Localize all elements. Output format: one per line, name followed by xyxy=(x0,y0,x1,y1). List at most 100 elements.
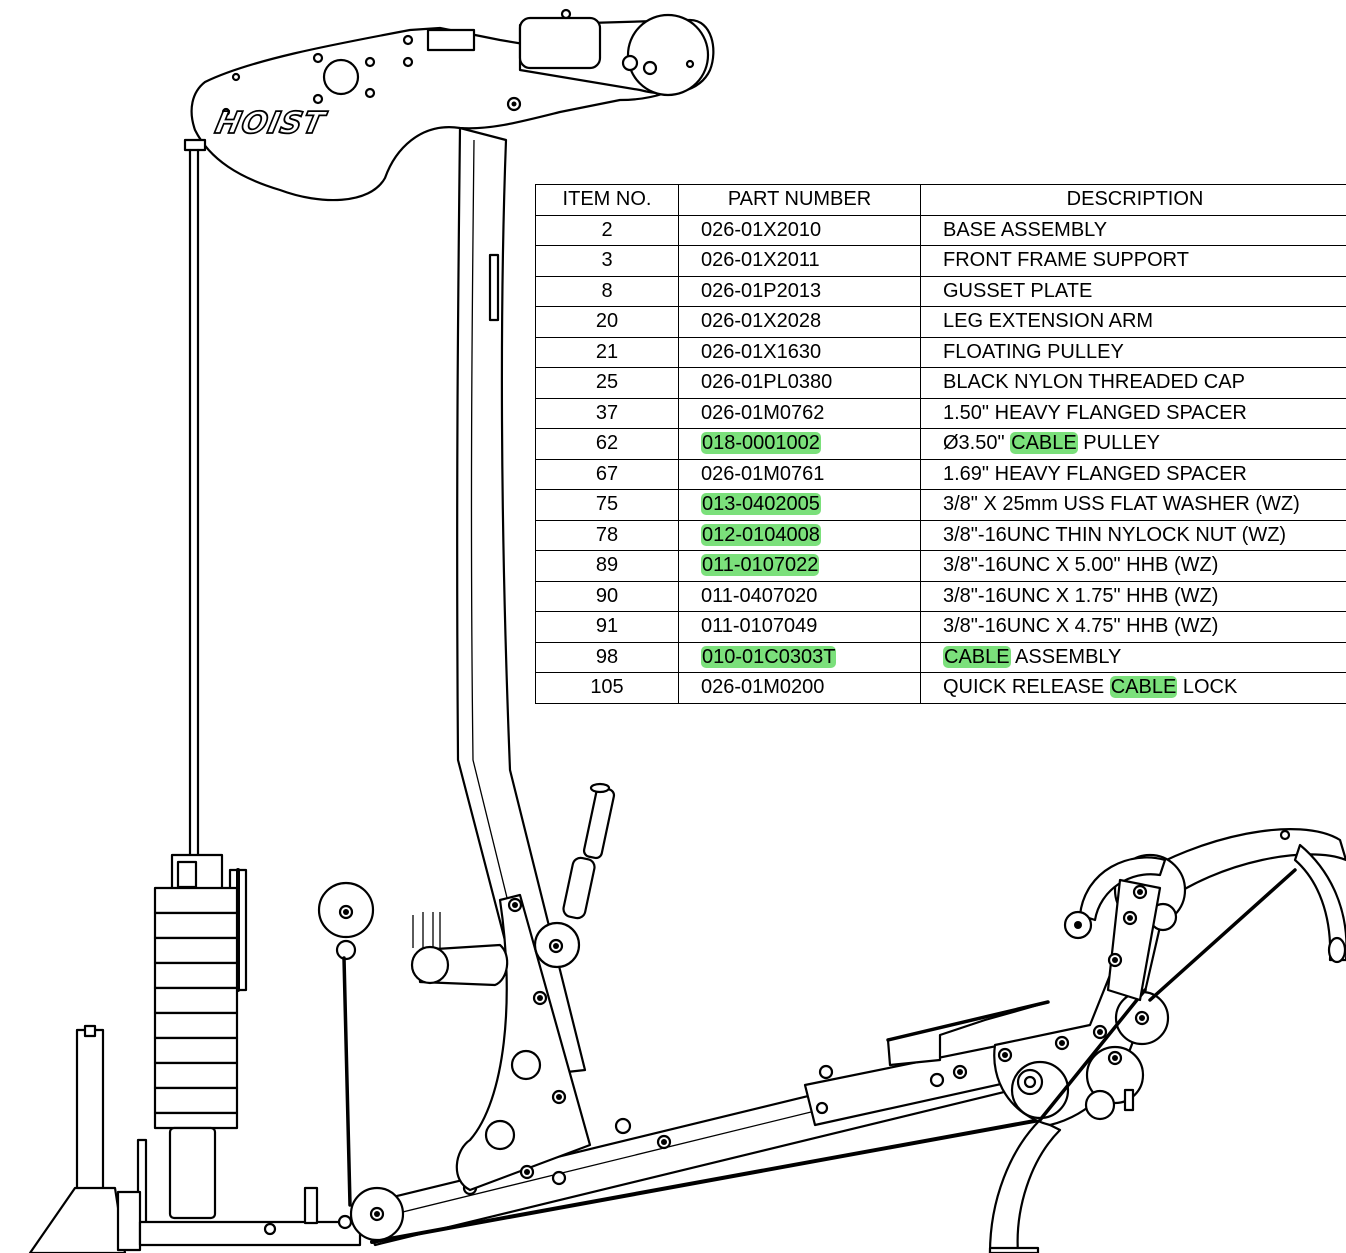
part-number-cell: 026-01M0761 xyxy=(678,458,921,490)
highlighted-term: CABLE xyxy=(943,645,1011,668)
item-no-cell: 98 xyxy=(535,641,679,673)
part-number-text: 026-01P2013 xyxy=(701,279,822,302)
table-row: 75 013-0402005 3/8" X 25mm USS FLAT WASHER… xyxy=(535,489,1346,521)
description-cell: FRONT FRAME SUPPORT xyxy=(920,245,1346,277)
part-number-cell: 012-0104008 xyxy=(678,519,921,551)
part-number-cell: 010-01C0303T xyxy=(678,641,921,673)
part-number-text: 018-0001002 xyxy=(701,432,821,455)
table-row: 98 010-01C0303T CABLE ASSEMBLY xyxy=(535,641,1346,673)
item-no-cell: 62 xyxy=(535,428,679,460)
table-row: 90 011-0407020 3/8"-16UNC X 1.75" HHB (WZ) xyxy=(535,580,1346,612)
description-cell: BASE ASSEMBLY xyxy=(920,214,1346,246)
part-number-cell: 011-0107022 xyxy=(678,550,921,582)
seat-pivot xyxy=(412,784,615,985)
description-text: QUICK RELEASE xyxy=(943,676,1110,699)
description-cell: 1.50" HEAVY FLANGED SPACER xyxy=(920,397,1346,429)
item-no-cell: 3 xyxy=(535,245,679,277)
item-no-cell: 75 xyxy=(535,489,679,521)
description-cell: 3/8" X 25mm USS FLAT WASHER (WZ) xyxy=(920,489,1346,521)
part-number-text: 011-0107022 xyxy=(701,554,820,577)
description-text: PULLEY xyxy=(1077,432,1160,455)
description-text: LOCK xyxy=(1177,676,1238,699)
item-no-cell: 91 xyxy=(535,611,679,643)
part-number-cell: 026-01M0762 xyxy=(678,397,921,429)
table-row: 105 026-01M0200 QUICK RELEASE CABLE LOCK xyxy=(535,672,1346,704)
part-number-cell: 026-01X2011 xyxy=(678,245,921,277)
item-no-cell: 90 xyxy=(535,580,679,612)
part-number-text: 026-01M0200 xyxy=(701,676,825,699)
table-row: 21 026-01X1630 FLOATING PULLEY xyxy=(535,336,1346,368)
table-row: 89 011-0107022 3/8"-16UNC X 5.00" HHB (WZ) xyxy=(535,550,1346,582)
table-row: 78 012-0104008 3/8"-16UNC THIN NYLOCK NUT … xyxy=(535,519,1346,551)
highlighted-term: CABLE xyxy=(1109,676,1178,699)
part-number-cell: 026-01X1630 xyxy=(678,336,921,368)
description-cell: QUICK RELEASE CABLE LOCK xyxy=(920,672,1346,704)
part-number-text: 011-0107049 xyxy=(701,615,818,638)
part-number-text: 026-01PL0380 xyxy=(701,371,833,394)
header-description: DESCRIPTION xyxy=(920,184,1346,216)
part-number-cell: 011-0107049 xyxy=(678,611,921,643)
header-part-number: PART NUMBER xyxy=(678,184,921,216)
description-cell: CABLE ASSEMBLY xyxy=(920,641,1346,673)
part-number-text: 026-01M0762 xyxy=(701,401,825,424)
part-number-cell: 026-01X2028 xyxy=(678,306,921,338)
description-cell: BLACK NYLON THREADED CAP xyxy=(920,367,1346,399)
table-row: 3 026-01X2011 FRONT FRAME SUPPORT xyxy=(535,245,1346,277)
gusset-plate xyxy=(457,895,590,1190)
part-number-cell: 026-01P2013 xyxy=(678,275,921,307)
item-no-cell: 20 xyxy=(535,306,679,338)
table-row: 25 026-01PL0380 BLACK NYLON THREADED CAP xyxy=(535,367,1346,399)
part-number-text: 026-01X1630 xyxy=(701,340,822,363)
item-no-cell: 37 xyxy=(535,397,679,429)
description-cell: Ø3.50" CABLE PULLEY xyxy=(920,428,1346,460)
table-row: 37 026-01M0762 1.50" HEAVY FLANGED SPACER xyxy=(535,397,1346,429)
base-frame xyxy=(30,1188,360,1253)
part-number-text: 011-0407020 xyxy=(701,584,818,607)
part-number-cell: 018-0001002 xyxy=(678,428,921,460)
item-no-cell: 2 xyxy=(535,214,679,246)
part-number-cell: 013-0402005 xyxy=(678,489,921,521)
part-number-text: 013-0402005 xyxy=(701,493,821,516)
table-row: 20 026-01X2028 LEG EXTENSION ARM xyxy=(535,306,1346,338)
description-cell: 3/8"-16UNC X 5.00" HHB (WZ) xyxy=(920,550,1346,582)
table-row: 2 026-01X2010 BASE ASSEMBLY xyxy=(535,214,1346,246)
item-no-cell: 105 xyxy=(535,672,679,704)
description-cell: FLOATING PULLEY xyxy=(920,336,1346,368)
item-no-cell: 89 xyxy=(535,550,679,582)
description-cell: 3/8"-16UNC THIN NYLOCK NUT (WZ) xyxy=(920,519,1346,551)
top-pulley-housing xyxy=(428,10,713,95)
table-row: 67 026-01M0761 1.69" HEAVY FLANGED SPACER xyxy=(535,458,1346,490)
description-cell: 3/8"-16UNC X 4.75" HHB (WZ) xyxy=(920,611,1346,643)
description-cell: LEG EXTENSION ARM xyxy=(920,306,1346,338)
table-header-row: ITEM NO. PART NUMBER DESCRIPTION xyxy=(535,184,1346,216)
hoist-logo: HOIST xyxy=(212,106,329,141)
part-number-text: 026-01X2010 xyxy=(701,218,822,241)
part-number-cell: 026-01M0200 xyxy=(678,672,921,704)
item-no-cell: 67 xyxy=(535,458,679,490)
part-number-text: 010-01C0303T xyxy=(701,645,837,668)
parts-table: ITEM NO. PART NUMBER DESCRIPTION 2 026-01… xyxy=(535,184,1346,704)
part-number-text: 026-01X2028 xyxy=(701,310,822,333)
weight-stack xyxy=(77,140,246,1240)
table-row: 62 018-0001002 Ø3.50" CABLE PULLEY xyxy=(535,428,1346,460)
item-no-cell: 25 xyxy=(535,367,679,399)
description-text: ASSEMBLY xyxy=(1010,645,1122,668)
header-item-no: ITEM NO. xyxy=(535,184,679,216)
part-number-text: 026-01X2011 xyxy=(701,249,820,272)
part-number-text: 012-0104008 xyxy=(701,523,821,546)
description-cell: 1.69" HEAVY FLANGED SPACER xyxy=(920,458,1346,490)
description-cell: GUSSET PLATE xyxy=(920,275,1346,307)
item-no-cell: 78 xyxy=(535,519,679,551)
description-text: Ø3.50" xyxy=(943,432,1011,455)
item-no-cell: 21 xyxy=(535,336,679,368)
part-number-text: 026-01M0761 xyxy=(701,462,825,485)
table-row: 91 011-0107049 3/8"-16UNC X 4.75" HHB (WZ) xyxy=(535,611,1346,643)
part-number-cell: 026-01PL0380 xyxy=(678,367,921,399)
front-frame-column xyxy=(457,128,585,1075)
description-cell: 3/8"-16UNC X 1.75" HHB (WZ) xyxy=(920,580,1346,612)
roller-arm xyxy=(1065,829,1346,1000)
part-number-cell: 011-0407020 xyxy=(678,580,921,612)
highlighted-term: CABLE xyxy=(1010,432,1078,455)
